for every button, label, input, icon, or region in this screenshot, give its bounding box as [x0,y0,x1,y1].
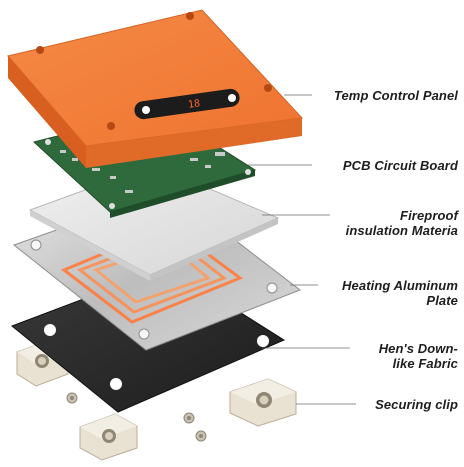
securing-clip-bottom [79,413,138,461]
temp-control-panel: 18 [7,9,304,168]
securing-clip-right [229,378,297,427]
leader-lines [248,94,356,405]
label-fabric: Hen's Down- like Fabric [378,341,458,371]
label-pcb-circuit-board: PCB Circuit Board [342,158,458,173]
label-heating-aluminum-plate: Heating Aluminum Plate [342,278,458,308]
washers [66,392,207,442]
label-temp-control-panel: Temp Control Panel [333,88,458,103]
label-fireproof-insulation: Fireproof insulation Materia [345,208,458,238]
panel-display: 18 [134,88,240,120]
panel-readout: 18 [187,98,200,111]
label-securing-clip: Securing clip [375,397,458,412]
